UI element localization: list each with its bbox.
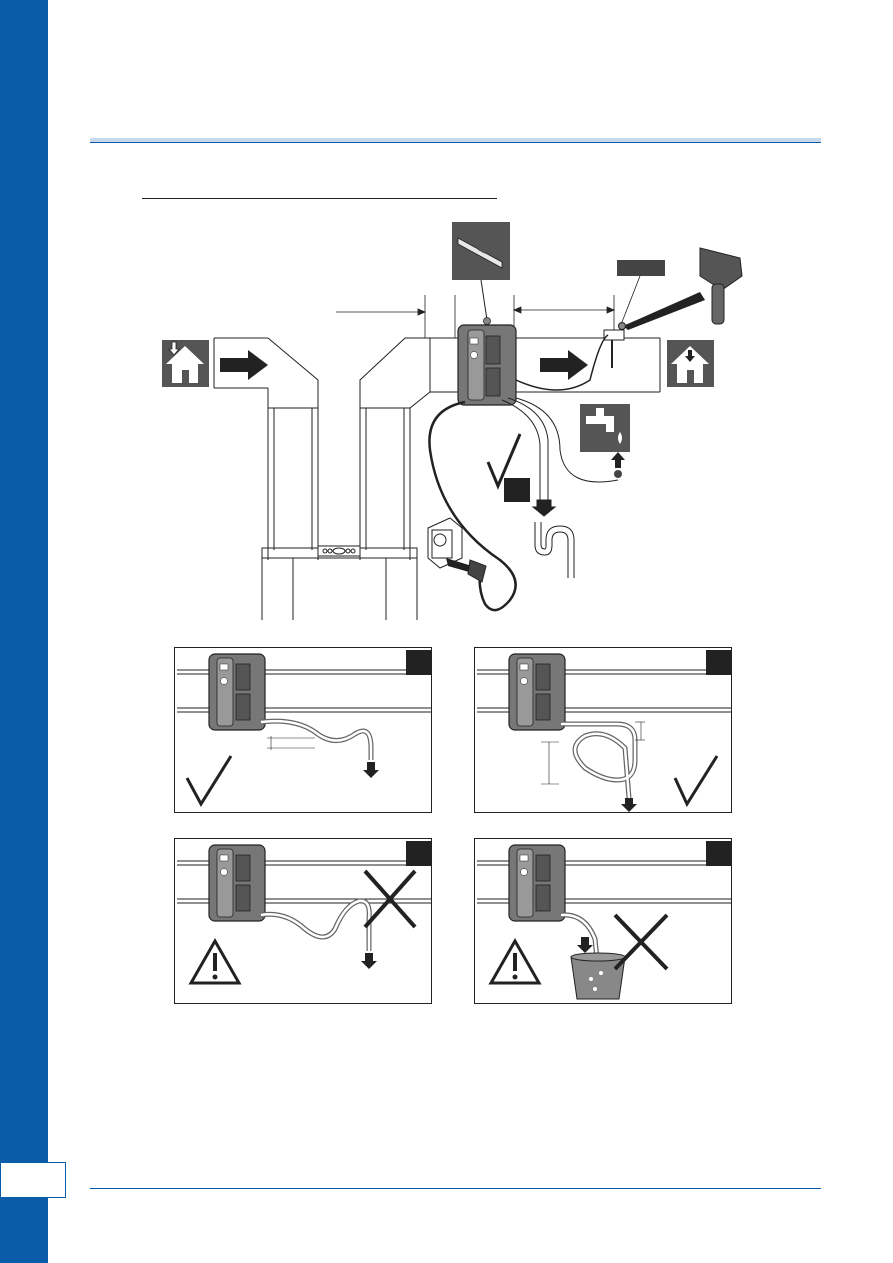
page-number-box [0,1162,66,1198]
panel-a [174,647,432,813]
arrow-right-icon [220,350,268,380]
power-cable [429,402,515,610]
checkmark-icon [675,756,717,804]
panel-marker [706,841,731,866]
panel-c [174,838,432,1004]
panel-marker [406,650,431,675]
warning-icon [191,941,239,983]
water-bucket [571,953,625,999]
footer-rule [90,1188,821,1189]
house-out-icon [667,340,714,387]
panel-b [474,647,732,813]
checkmark-icon [187,756,231,804]
arrow-right-icon-2 [540,350,588,380]
house-in-icon [162,340,209,387]
cross-icon [615,915,667,969]
installation-diagram [0,0,893,640]
warning-icon [491,941,539,983]
panel-marker [406,841,431,866]
panel-d [474,838,732,1004]
spirit-level-icon [452,222,510,320]
humidity-module [458,318,516,406]
faucet-icon [580,404,630,478]
power-socket-icon [428,518,486,582]
checkmark-icon [488,434,530,502]
panel-marker [706,650,731,675]
ventilation-unit [262,546,417,620]
